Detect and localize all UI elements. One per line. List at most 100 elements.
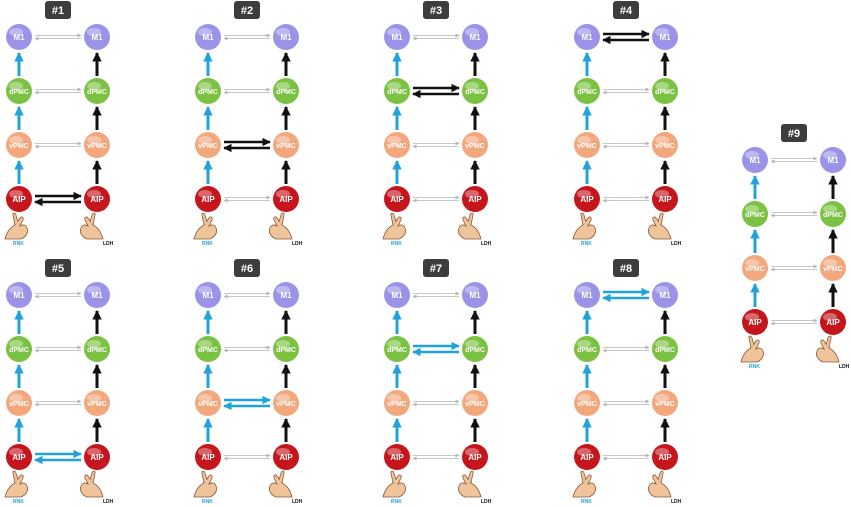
left-hand-label: RNK — [13, 499, 24, 505]
node-aip: AIP — [652, 444, 678, 470]
panel-title-badge: #2 — [234, 1, 260, 19]
panel-title-badge: #8 — [613, 259, 639, 277]
node-vpmc: vPMC — [195, 132, 221, 158]
node-m1: M1 — [742, 147, 768, 173]
node-dpmc: dPMC — [84, 336, 110, 362]
node-label: M1 — [91, 33, 103, 42]
node-vpmc: vPMC — [652, 390, 678, 416]
node-label: vPMC — [577, 401, 596, 408]
node-vpmc: vPMC — [84, 132, 110, 158]
right-hand-icon — [268, 212, 293, 240]
node-label: dPMC — [745, 212, 765, 219]
left-hand-label: RNK — [391, 241, 402, 247]
node-label: vPMC — [87, 143, 106, 150]
node-label: AIP — [748, 318, 762, 327]
node-label: vPMC — [823, 266, 842, 273]
node-label: dPMC — [823, 212, 843, 219]
panel-title: #9 — [788, 128, 800, 140]
node-label: AIP — [279, 453, 293, 462]
node-m1: M1 — [820, 147, 846, 173]
node-label: vPMC — [465, 143, 484, 150]
node-label: M1 — [659, 291, 671, 300]
node-label: M1 — [280, 291, 292, 300]
node-aip: AIP — [574, 444, 600, 470]
node-m1: M1 — [574, 24, 600, 50]
right-hand-icon — [457, 470, 482, 498]
node-aip: AIP — [574, 186, 600, 212]
left-hand-icon — [382, 212, 407, 240]
left-hand-icon — [193, 212, 218, 240]
node-label: M1 — [13, 33, 25, 42]
node-vpmc: vPMC — [195, 390, 221, 416]
panel-title: #7 — [430, 263, 442, 275]
right-hand-label: LDH — [481, 499, 492, 505]
left-hand-icon — [193, 470, 218, 498]
node-label: dPMC — [198, 89, 218, 96]
node-label: AIP — [279, 195, 293, 204]
right-hand-icon — [268, 470, 293, 498]
node-aip: AIP — [384, 186, 410, 212]
node-m1: M1 — [6, 24, 32, 50]
node-label: vPMC — [9, 401, 28, 408]
left-hand-icon — [4, 470, 29, 498]
node-m1: M1 — [384, 282, 410, 308]
node-aip: AIP — [462, 186, 488, 212]
panel-title: #2 — [241, 5, 253, 17]
node-label: M1 — [827, 156, 839, 165]
panel-title-badge: #9 — [781, 124, 807, 142]
node-dpmc: dPMC — [273, 336, 299, 362]
node-m1: M1 — [195, 282, 221, 308]
node-m1: M1 — [195, 24, 221, 50]
node-label: AIP — [90, 195, 104, 204]
node-aip: AIP — [273, 186, 299, 212]
panel-title: #4 — [620, 5, 633, 17]
right-hand-label: LDH — [103, 241, 114, 247]
node-m1: M1 — [6, 282, 32, 308]
node-label: M1 — [659, 33, 671, 42]
node-label: dPMC — [276, 89, 296, 96]
left-hand-icon — [382, 470, 407, 498]
node-aip: AIP — [6, 186, 32, 212]
node-m1: M1 — [84, 282, 110, 308]
left-hand-label: RNK — [581, 241, 592, 247]
node-label: AIP — [90, 453, 104, 462]
node-aip: AIP — [195, 186, 221, 212]
node-dpmc: dPMC — [462, 78, 488, 104]
node-aip: AIP — [195, 444, 221, 470]
panel-title-badge: #4 — [613, 1, 639, 19]
node-label: vPMC — [655, 401, 674, 408]
left-hand-icon — [572, 212, 597, 240]
left-hand-label: RNK — [13, 241, 24, 247]
node-label: dPMC — [387, 347, 407, 354]
right-hand-label: LDH — [671, 241, 682, 247]
node-label: M1 — [391, 33, 403, 42]
node-label: AIP — [390, 453, 404, 462]
node-label: dPMC — [655, 89, 675, 96]
left-hand-label: RNK — [581, 499, 592, 505]
node-m1: M1 — [273, 282, 299, 308]
node-dpmc: dPMC — [820, 201, 846, 227]
panel-title: #8 — [620, 263, 632, 275]
node-label: M1 — [391, 291, 403, 300]
left-hand-label: RNK — [202, 241, 213, 247]
node-vpmc: vPMC — [574, 132, 600, 158]
node-label: vPMC — [87, 401, 106, 408]
node-aip: AIP — [384, 444, 410, 470]
node-vpmc: vPMC — [6, 132, 32, 158]
node-label: dPMC — [9, 347, 29, 354]
node-label: vPMC — [276, 401, 295, 408]
left-hand-icon — [572, 470, 597, 498]
node-label: dPMC — [276, 347, 296, 354]
node-aip: AIP — [6, 444, 32, 470]
right-hand-icon — [647, 212, 672, 240]
panel-title-badge: #1 — [45, 1, 71, 19]
node-label: M1 — [469, 33, 481, 42]
panel-title: #5 — [52, 263, 64, 275]
node-label: M1 — [13, 291, 25, 300]
left-hand-icon — [4, 212, 29, 240]
